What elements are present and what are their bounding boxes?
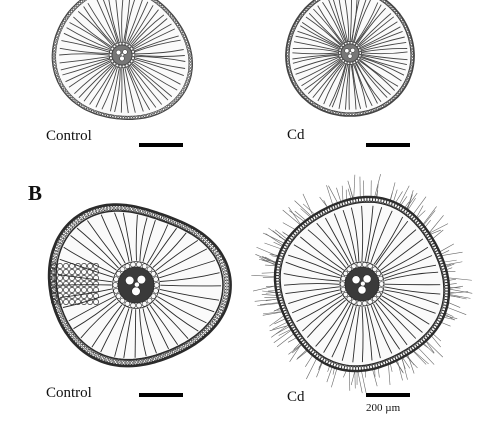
panel-b-control-label: Control [46, 385, 92, 401]
micrograph-a-control [51, 0, 193, 120]
panel-a-control-label: Control [46, 128, 92, 144]
panel-b-control-scale-bar [139, 393, 183, 397]
micrograph-b-control [47, 203, 232, 368]
panel-b-letter: B [28, 181, 43, 205]
panel-a-cd-scale-bar [366, 143, 410, 147]
panel-b-cd-label: Cd [287, 389, 305, 405]
micrograph-b-cd [251, 174, 473, 394]
panel-a-control-scale-bar [139, 143, 183, 147]
panel-a-cd-label: Cd [287, 127, 305, 143]
scale-bar-text: 200 µm [366, 402, 401, 414]
micrograph-a-cd [285, 0, 415, 117]
panel-b-cd-scale-bar [366, 393, 410, 397]
